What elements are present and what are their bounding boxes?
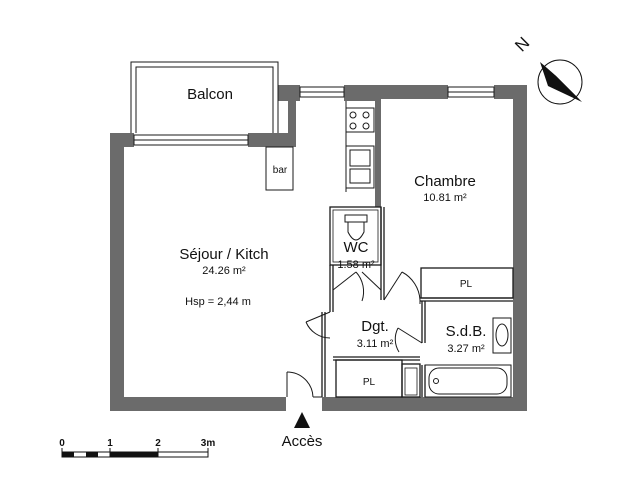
scale-tick-2: 2 [155,438,161,449]
interior-partitions [321,206,514,398]
entrance-label: Accès [282,433,323,450]
room-label-chambre: Chambre [414,173,476,190]
room-label-dgt: Dgt. [361,318,389,335]
kitchen-fixtures [265,101,375,192]
hob [345,107,375,133]
room-area-wc: 1.58 m² [337,259,375,271]
wall-right [513,85,527,411]
labels: Balcon bar Séjour / Kitch 24.26 m² Hsp =… [179,86,486,388]
bathroom-fixtures [424,317,512,398]
walls [110,85,527,411]
wall-kitchen-chambre [375,99,381,207]
scale-tick-1: 1 [107,438,113,449]
wall-bottom-right [322,397,527,411]
bar-counter [265,146,294,191]
wall-top-sejour-right [248,133,292,147]
scale-bar: 0 1 2 3m [59,438,216,458]
bathtub [424,364,512,398]
room-label-sejour: Séjour / Kitch [179,246,268,263]
wall-inner-bar [288,101,296,147]
toilet [344,214,368,241]
windows [133,86,495,146]
entrance-arrow-icon [294,412,310,428]
room-area-dgt: 3.11 m² [357,338,394,350]
washbasin [492,317,512,354]
room-area-sdb: 3.27 m² [447,343,485,355]
room-area-sejour: 24.26 m² [202,265,246,277]
room-label-wc: WC [344,239,369,256]
doors [286,271,423,398]
closet-chambre [420,267,514,299]
compass-north-label: N [511,33,533,55]
wall-top-upper-d [494,85,527,99]
room-area-chambre: 10.81 m² [423,192,467,204]
closet-chambre-label: PL [460,279,473,290]
wall-top-upper-a [278,85,300,101]
scale-tick-3: 3m [201,438,216,449]
scale-tick-0: 0 [59,438,65,449]
compass-ring [537,59,583,105]
wall-top-upper-b [344,85,380,101]
wall-left [110,133,124,411]
balcony [130,61,279,133]
closet-dgt-label: PL [363,377,376,388]
bar-label: bar [273,165,288,176]
entrance-marker: Accès [282,412,323,450]
wall-top-sejour-left [110,133,134,147]
room-label-balcon: Balcon [187,86,233,103]
wc-box [329,206,382,266]
room-label-sdb: S.d.B. [446,323,487,340]
ceiling-height: Hsp = 2,44 m [185,296,251,308]
wall-bottom-left [110,397,286,411]
wall-top-upper-c [380,85,448,99]
